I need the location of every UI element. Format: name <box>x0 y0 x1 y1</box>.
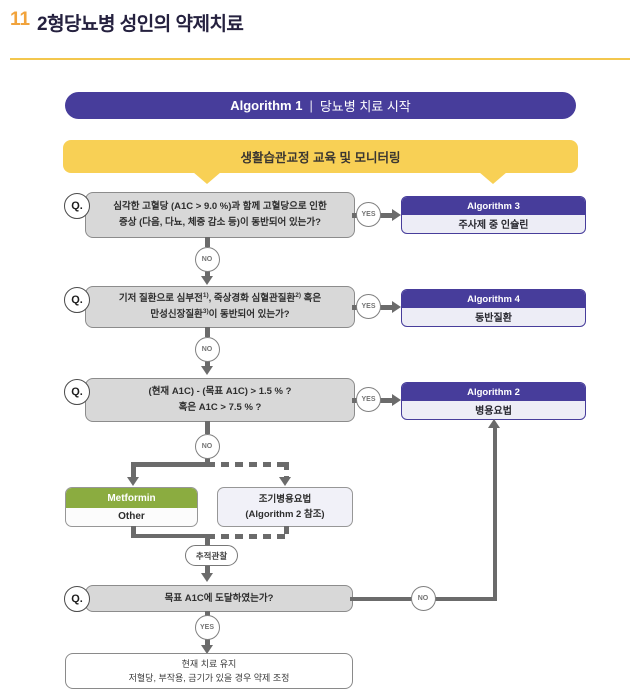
question2-line2: 만성신장질환3)이 동반되어 있는가? <box>150 308 290 320</box>
arrowhead-to-q2 <box>200 276 213 285</box>
split-shaft-left <box>131 462 136 478</box>
arrowhead-q2-to-algo4 <box>392 300 401 313</box>
question4-line1: 목표 A1C에 도달하였는가? <box>164 592 274 604</box>
merge-bar-left <box>131 533 210 538</box>
split-bar-left <box>131 462 210 467</box>
early-combination-line2: (Algorithm 2 참조) <box>245 509 325 520</box>
connector-q4-yes-top <box>205 611 210 616</box>
algorithm3-body: 주사제 중 인슐린 <box>458 220 529 231</box>
q4-no-circle: NO <box>410 586 436 611</box>
connector-q1-no-bottom <box>205 271 210 277</box>
question1-line1: 심각한 고혈당 (A1C > 9.0 %)과 함께 고혈당으로 인한 <box>113 201 327 212</box>
merge-bar-right-dashed <box>207 533 289 539</box>
feedback-vertical-line <box>492 427 497 601</box>
q2-yes-circle: YES <box>356 294 381 319</box>
banner-separator: | <box>309 98 313 113</box>
lifestyle-label: 생활습관교정 교육 및 모니터링 <box>240 151 401 165</box>
metformin-box: Metformin Other <box>65 487 198 527</box>
q1-no-circle: NO <box>194 247 220 272</box>
metformin-body: Other <box>118 511 145 522</box>
early-combination-box: 조기병용요법 (Algorithm 2 참조) <box>217 487 353 527</box>
connector-q3-no-top <box>205 421 210 434</box>
connector-q2-no-bottom <box>205 361 210 367</box>
algorithm4-body: 동반질환 <box>475 313 512 324</box>
metformin-header: Metformin <box>66 488 197 508</box>
arrowhead-q1-to-algo3 <box>392 208 401 221</box>
banner-subtitle: 당뇨병 치료 시작 <box>319 99 411 114</box>
question1-line2: 증상 (다음, 다뇨, 체중 감소 등)이 동반되어 있는가? <box>119 217 321 228</box>
arrowhead-feedback-to-algo2 <box>488 419 500 428</box>
connector-to-followup <box>205 536 210 546</box>
banner-algorithm-label: Algorithm 1 <box>230 98 303 113</box>
algorithm2-header: Algorithm 2 <box>402 383 585 401</box>
connector-q4-yes-bottom <box>205 639 210 647</box>
question3-line1: (현재 A1C) - (목표 A1C) > 1.5 % ? <box>148 386 292 397</box>
connector-followup-q4 <box>205 565 210 574</box>
section-number: 11 <box>10 9 31 30</box>
arrowhead-to-early-combo <box>279 477 291 486</box>
algorithm3-box: Algorithm 3 주사제 중 인슐린 <box>401 196 586 234</box>
q4-yes-circle: YES <box>194 615 220 640</box>
followup-pill: 추적관찰 <box>185 545 238 566</box>
q3-yes-circle: YES <box>356 387 381 412</box>
question4-q-badge: Q. <box>64 586 90 612</box>
footnote-ref-3: 3) <box>202 308 209 315</box>
question2-box: 기저 질환으로 심부전1), 죽상경화 심혈관질환2) 혹은 만성신장질환3)이… <box>85 286 355 328</box>
connector-q3-no-bottom <box>205 458 210 464</box>
algorithm3-header: Algorithm 3 <box>402 197 585 215</box>
q1-yes-circle: YES <box>356 202 381 227</box>
algorithm2-box: Algorithm 2 병용요법 <box>401 382 586 420</box>
question3-line2: 혹은 A1C > 7.5 % ? <box>178 402 262 413</box>
arrowhead-q3-to-algo2 <box>392 393 401 406</box>
footnote-ref-2: 2) <box>295 292 301 299</box>
q3-no-circle: NO <box>194 434 220 459</box>
split-bar-right-dashed <box>207 462 289 467</box>
question1-q-badge: Q. <box>64 193 90 219</box>
question3-box: (현재 A1C) - (목표 A1C) > 1.5 % ? 혹은 A1C > 7… <box>85 378 355 422</box>
footnote-ref-1: 1) <box>202 292 209 299</box>
split-shaft-right-dashed <box>283 462 289 478</box>
arrowhead-to-q4 <box>200 573 213 582</box>
arrowhead-to-q3 <box>200 366 213 375</box>
merge-shaft-right-dashed <box>283 526 289 534</box>
arrowhead-to-final <box>200 645 213 654</box>
lifestyle-tail-right <box>479 172 507 184</box>
question1-box: 심각한 고혈당 (A1C > 9.0 %)과 함께 고혈당으로 인한 증상 (다… <box>85 192 355 238</box>
final-line1: 현재 치료 유지 <box>181 658 237 669</box>
lifestyle-tail-left <box>193 172 221 184</box>
algorithm1-banner: Algorithm 1 | 당뇨병 치료 시작 <box>65 92 576 119</box>
final-line2: 저혈당, 부작용, 금기가 있을 경우 약제 조정 <box>128 673 290 683</box>
lifestyle-bar: 생활습관교정 교육 및 모니터링 <box>63 140 578 173</box>
algorithm4-box: Algorithm 4 동반질환 <box>401 289 586 327</box>
merge-shaft-left <box>131 526 136 538</box>
early-combination-line1: 조기병용요법 <box>258 494 312 505</box>
algorithm4-header: Algorithm 4 <box>402 290 585 308</box>
connector-q2-no-top <box>205 327 210 337</box>
question3-q-badge: Q. <box>64 379 90 405</box>
header-divider <box>10 58 630 60</box>
question2-q-badge: Q. <box>64 287 90 313</box>
question2-line1: 기저 질환으로 심부전1), 죽상경화 심혈관질환2) 혹은 <box>118 292 322 304</box>
connector-q1-no-top <box>205 237 210 247</box>
q2-no-circle: NO <box>194 337 220 362</box>
algorithm2-body: 병용요법 <box>475 406 512 417</box>
final-box: 현재 치료 유지 저혈당, 부작용, 금기가 있을 경우 약제 조정 <box>65 653 353 689</box>
arrowhead-to-metformin <box>126 477 139 486</box>
question4-box: 목표 A1C에 도달하였는가? <box>85 585 353 612</box>
page-title: 2형당뇨병 성인의 약제치료 <box>37 14 244 35</box>
followup-label: 추적관찰 <box>195 550 228 561</box>
